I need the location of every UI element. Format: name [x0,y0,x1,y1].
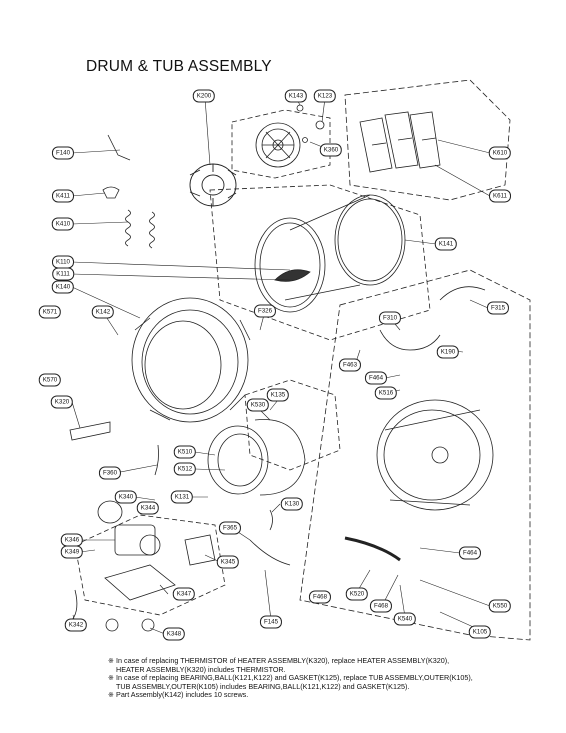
door-gasket [207,425,269,495]
spring-hanger-part [102,186,120,199]
label-k520: K520 [345,587,369,601]
label-f310: F310 [378,311,402,325]
drain-pump [114,524,216,566]
suspension-springs [125,209,155,249]
label-k347: K347 [172,587,196,601]
tub-cover-part [254,419,306,496]
label-f326: F326 [253,304,277,318]
label-f140: F140 [51,146,75,160]
label-k411: K411 [52,189,74,203]
damper-foot-left [105,618,119,632]
label-k516: K516 [374,386,398,400]
outer-tub [376,399,494,511]
label-k110: K110 [52,255,74,269]
outer-tub-group-outline [299,269,531,641]
label-k571: K571 [38,305,62,319]
label-f365: F365 [218,521,242,535]
tub-cable-part [249,539,291,566]
label-f360: F360 [98,466,122,480]
label-k340: K340 [114,490,138,504]
spider-assembly [189,163,237,207]
pulley-group-outline [231,109,331,179]
note-line: ※ Part Assembly(K142) includes 10 screws… [108,690,249,700]
tub-front-group-outline [244,379,341,471]
label-k530: K530 [246,398,270,412]
note-line: ※ In case of replacing THERMISTOR of HEA… [108,656,450,665]
label-k142: K142 [91,305,115,319]
hose-part-k130 [269,509,273,531]
inner-drum [254,194,406,313]
label-k570: K570 [38,373,62,387]
pump-filter-part [97,500,123,524]
label-k348: K348 [162,627,186,641]
label-k410: K410 [51,217,75,231]
label-k611: K611 [489,189,511,203]
label-f145: F145 [259,615,283,629]
label-f315: F315 [486,301,510,315]
label-k130: K130 [280,497,304,511]
screw-part [302,137,308,143]
hose-part-f360 [154,444,159,476]
label-k510: K510 [173,445,197,459]
label-k512: K512 [173,462,197,476]
callout-lines [71,97,491,635]
label-k140: K140 [51,280,75,294]
label-k610: K610 [488,146,512,160]
pump-group-outline [74,514,226,616]
note-line: HEATER ASSEMBLY(K320) includes THERMISTO… [116,664,286,674]
label-k200: K200 [192,89,216,103]
label-k190: K190 [436,345,460,359]
vent-bellows-part [439,286,486,301]
label-f463: F463 [338,358,362,372]
front-tub [131,297,251,423]
shock-absorber-group-outline [344,79,511,201]
label-k344: K344 [136,501,160,515]
heater-part [69,421,111,441]
label-k342: K342 [64,618,88,632]
label-k143: K143 [284,89,308,103]
label-k105: K105 [468,625,492,639]
label-k141: K141 [434,237,458,251]
drain-hose-part [379,329,441,351]
nut-part [315,120,325,130]
label-k360: K360 [319,143,343,157]
label-k550: K550 [488,599,512,613]
page-title: DRUM & TUB ASSEMBLY [86,58,272,75]
label-k349: K349 [60,545,84,559]
label-k111: K111 [52,267,74,281]
label-k320: K320 [50,395,74,409]
label-k131: K131 [170,490,194,504]
pulley-part [255,122,301,168]
note-line: ※ In case of replacing BEARING,BALL(K121… [108,673,473,683]
label-f468-right: F468 [369,599,393,613]
bolt-part [296,104,304,112]
footnotes: ※ In case of replacing THERMISTOR of HEA… [108,656,528,700]
drain-hose-lower-part [344,536,401,562]
damper-foot-right [141,618,155,632]
harness-clip-part [107,134,131,161]
note-line: TUB ASSEMBLY,OUTER(K105) includes BEARIN… [116,681,410,691]
wire-part [71,589,78,621]
label-k345: K345 [216,555,240,569]
label-k123: K123 [313,89,337,103]
label-k540: K540 [393,612,417,626]
shock-absorbers [359,111,441,173]
drum-group-outline [209,184,431,341]
label-f464-lower: F464 [458,546,482,560]
label-k135: K135 [266,388,290,402]
pump-bracket-part [104,564,176,601]
label-f468-left: F468 [308,590,332,604]
label-f464-upper: F464 [364,371,388,385]
